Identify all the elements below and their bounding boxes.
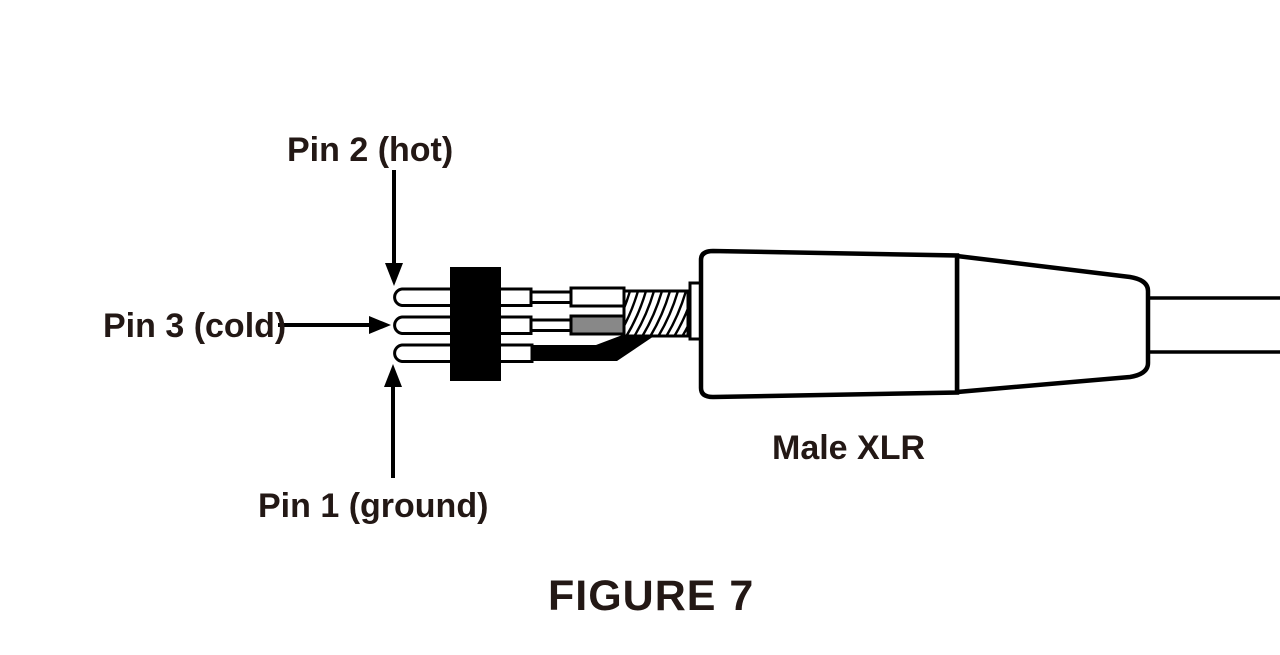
cable — [1146, 296, 1280, 354]
pin-1-label: Pin 1 (ground) — [258, 487, 488, 525]
pin2-wire-sleeve — [569, 286, 626, 308]
arrow-pin1 — [384, 364, 402, 478]
pin-3-label: Pin 3 (cold) — [103, 307, 286, 345]
arrow-pin2 — [385, 170, 403, 286]
pin3-wire-sleeve-gray — [569, 314, 626, 336]
insulator-block — [450, 267, 501, 381]
pin2-wire-narrow — [529, 290, 573, 304]
figure-caption: FIGURE 7 — [548, 572, 754, 620]
pin-2-label: Pin 2 (hot) — [287, 131, 453, 169]
connector-body — [698, 248, 960, 400]
pin3-wire-narrow — [529, 318, 573, 332]
braid-hatch-lines — [624, 291, 688, 336]
connector-boot — [954, 253, 1151, 395]
arrow-pin3 — [278, 316, 391, 334]
connector-label: Male XLR — [772, 429, 925, 467]
